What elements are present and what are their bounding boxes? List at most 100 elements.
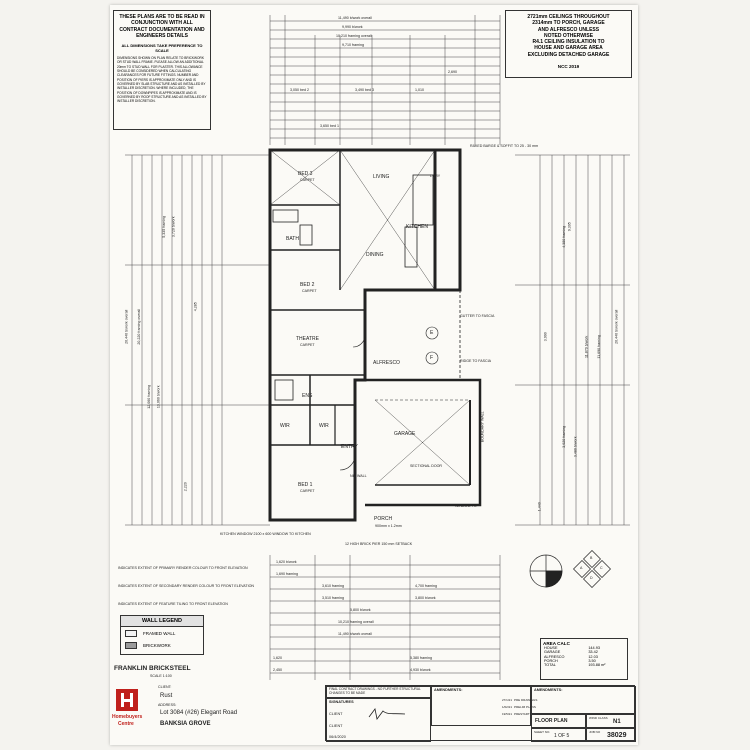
sheet-cell: SHEET NO. 1 OF 5 bbox=[531, 728, 586, 742]
area-value: 144.93 bbox=[588, 646, 600, 650]
dimension-text: 1,620 bbox=[273, 656, 282, 660]
area-label: PORCH bbox=[544, 659, 558, 664]
dimension-text: 1,620 b/work bbox=[276, 560, 297, 564]
annotation-text: WINDOW TO bbox=[455, 504, 477, 508]
dimension-text: 3,020 framing bbox=[562, 425, 567, 448]
annotation-text: NIB WALL bbox=[350, 474, 367, 478]
homebuyers-logo-icon bbox=[116, 689, 138, 711]
dimension-text: 2,690 bbox=[448, 70, 457, 74]
room-label-garage: GARAGE bbox=[394, 431, 416, 437]
dimension-text: 10,210 framing overall bbox=[338, 620, 374, 624]
area-value: 33.42 bbox=[588, 650, 598, 655]
wind-class-label: WIND CLASS bbox=[589, 716, 608, 720]
notes-body: DIMENSIONS SHOWN ON PLAN RELATE TO BRICK… bbox=[117, 56, 207, 104]
amendment-date: 27/1/21 bbox=[502, 698, 513, 702]
legend-label: FRAMED WALL bbox=[143, 630, 176, 636]
dimension-text: 11,870 b/work bbox=[584, 335, 589, 358]
sheet-label: SHEET NO. bbox=[534, 730, 551, 734]
job-cell: JOB NO 38029 bbox=[586, 728, 636, 742]
area-value: 12.03 bbox=[588, 654, 598, 659]
final-contract-note: FINAL CONTRACT DRAWINGS - NO FURTHER STR… bbox=[329, 687, 421, 695]
dimension-text: 4,930 b/work bbox=[410, 668, 431, 672]
room-label-bed-2: BED 2 bbox=[300, 282, 315, 288]
signatures-label: SIGNATURES bbox=[329, 700, 354, 704]
dimension-text: 3,510 framing bbox=[322, 596, 344, 600]
dimension-text: 10,210 framing overall bbox=[336, 34, 372, 38]
dimension-text: 4,285 bbox=[193, 302, 198, 312]
annotation-text: 900mm x 1.2mm bbox=[375, 524, 402, 528]
dimension-text: 2,450 bbox=[273, 668, 282, 672]
dimension-text: 20,440 b/work overall bbox=[124, 309, 129, 344]
amendment-text: PRE DRAWINGS bbox=[514, 698, 538, 702]
address-label: ADDRESS: bbox=[158, 703, 177, 707]
framed-wall-swatch bbox=[125, 629, 137, 637]
compass-letter: C bbox=[600, 566, 603, 570]
dimension-text: 9,710 framing bbox=[342, 43, 364, 47]
general-notes-box: THESE PLANS ARE TO BE READ IN CONJUNCTIO… bbox=[113, 10, 211, 130]
ceiling-line: 2314mm TO PORCH, GARAGE bbox=[532, 20, 605, 27]
dimension-text: 4,380 framing bbox=[562, 225, 567, 248]
legend-row-brick: BRICKWORK bbox=[121, 639, 203, 651]
compass-letter: A bbox=[580, 566, 583, 570]
job-label: JOB NO bbox=[589, 730, 601, 734]
room-label-bed-1: BED 1 bbox=[298, 482, 313, 488]
room-label-dining: DINING bbox=[366, 252, 384, 258]
firm-name: FRANKLIN BRICKSTEEL bbox=[114, 665, 191, 672]
ceiling-line: 2721mm CEILINGS THROUGHOUT bbox=[527, 14, 610, 20]
room-label-wir: WIR bbox=[319, 423, 329, 429]
area-calc-title: AREA CALC bbox=[543, 641, 570, 646]
annotation-text: SECTIONAL DOOR bbox=[410, 464, 443, 468]
amendments-label: AMENDMENTS: bbox=[534, 688, 563, 692]
ceiling-notes-box: 2721mm CEILINGS THROUGHOUT 2314mm TO POR… bbox=[505, 10, 632, 78]
area-value: 193.88 m² bbox=[588, 663, 606, 668]
dimension-text: 3,610 framing bbox=[322, 584, 344, 588]
dimension-text: 20,440 b/work overall bbox=[614, 309, 619, 344]
room-label-kitchen: KITCHEN bbox=[406, 224, 428, 230]
dimension-text: 2,220 bbox=[183, 482, 188, 492]
floor-plan-drawing bbox=[125, 15, 630, 680]
room-label-wir: WIR bbox=[280, 423, 290, 429]
area-label: TOTAL bbox=[544, 663, 556, 668]
area-value: 3.50 bbox=[588, 659, 596, 664]
signature-note-cell: FINAL CONTRACT DRAWINGS - NO FURTHER STR… bbox=[326, 686, 431, 698]
dimension-text: 3,720 b/work bbox=[171, 216, 176, 238]
amendments-cell: AMENDMENTS: 27/1/21 1/02/21 19/5/21 PRE … bbox=[431, 686, 540, 726]
client-label: CLIENT: bbox=[158, 685, 172, 689]
notes-heading: THESE PLANS ARE TO BE READ IN CONJUNCTIO… bbox=[119, 14, 205, 39]
ceiling-line: NOTED OTHERWISE bbox=[543, 32, 594, 39]
room-label-entry: ENTRY bbox=[341, 444, 358, 450]
room-label-ensuite: ENS bbox=[302, 393, 313, 399]
elevation-marker: E bbox=[430, 330, 434, 336]
signature-date: 06/4/2020 bbox=[329, 735, 346, 739]
dimension-text: 11,490 b/work overall bbox=[338, 632, 372, 636]
dimension-text: 12,060 framing bbox=[147, 384, 152, 409]
amendment-text: PRESTART PLANS bbox=[514, 712, 541, 716]
notes-dimension-note: ALL DIMENSIONS TAKE PREFERENCE TO SCALE bbox=[121, 43, 203, 53]
dimension-text: 3,050 bed 2 bbox=[290, 88, 309, 92]
dimension-text: 4,700 framing bbox=[415, 584, 437, 588]
amendments-cell-2: AMENDMENTS: bbox=[531, 686, 636, 714]
annotation-text: BOUNDARY WALL bbox=[480, 411, 485, 443]
ceiling-line: HOUSE AND GARAGE AREA bbox=[534, 45, 603, 52]
room-label-theatre: THEATRE bbox=[296, 336, 319, 342]
dimension-text: 3,490 bed 3 bbox=[355, 88, 374, 92]
title-block: FINAL CONTRACT DRAWINGS - NO FURTHER STR… bbox=[325, 685, 636, 742]
suburb: BANKSIA GROVE bbox=[160, 721, 211, 727]
dimension-text: 9,990 b/work bbox=[342, 25, 363, 29]
ceiling-line: AND ALFRESCO UNLESS bbox=[537, 26, 600, 33]
amendment-date: 19/5/21 bbox=[502, 712, 513, 716]
drawing-title: FLOOR PLAN bbox=[535, 718, 568, 724]
area-label: HOUSE bbox=[544, 646, 558, 650]
dimension-text: 9,395 bbox=[567, 222, 572, 232]
annotation-text: INDICATES EXTENT OF FEATURE TILING TO FR… bbox=[118, 602, 228, 606]
amendment-text: PRELIM PLANS bbox=[514, 705, 536, 709]
signature-client-label: CLIENT bbox=[329, 712, 343, 716]
table-row: PORCH 3.50 bbox=[543, 659, 625, 663]
signature-mark bbox=[368, 708, 406, 720]
compass-letter: B bbox=[590, 556, 593, 560]
signature-cell: SIGNATURES CLIENT CLIENT 06/4/2020 bbox=[326, 698, 431, 742]
